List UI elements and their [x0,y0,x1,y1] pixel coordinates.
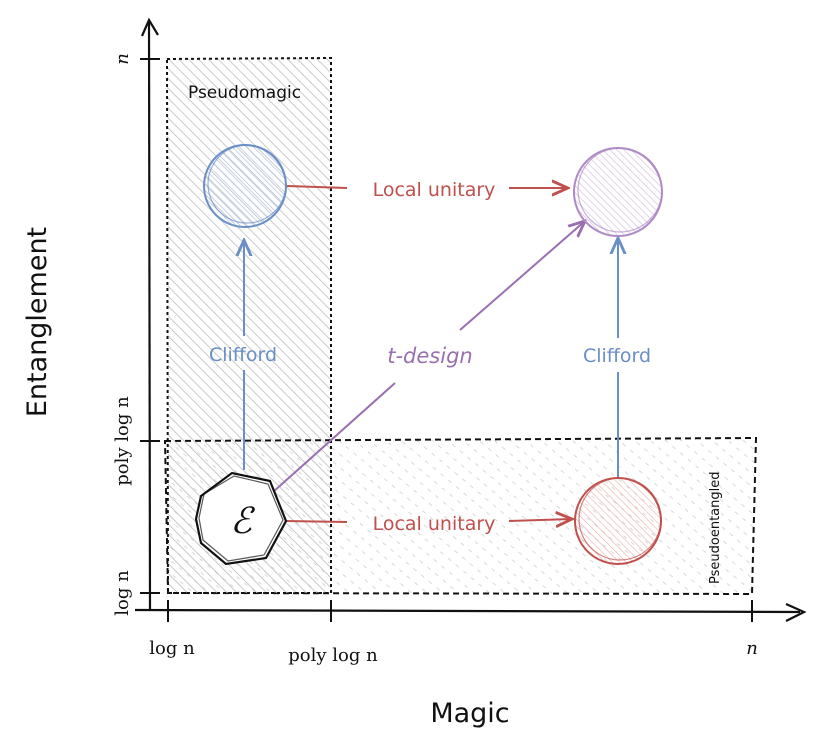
node-blue-circle [203,144,287,228]
x-ticks [167,600,753,622]
y-ticks [140,58,160,594]
x-tick-label-polylog: poly log n [288,645,378,666]
node-purple-circle [573,147,663,237]
x-axis-title: Magic [430,698,509,729]
pseudomagic-label: Pseudomagic [188,83,301,103]
x-axis [134,602,807,622]
y-tick-label-log: log n [112,570,133,616]
x-axis-arrowhead [785,602,807,622]
edge-bottom-local-unitary [284,519,572,522]
y-axis-arrowhead [140,17,159,37]
edge-label-right-clifford: Clifford [583,345,651,367]
y-tick-label-n: n [112,53,133,65]
x-tick-label-log: log n [149,638,195,659]
edge-label-bottom-local-unitary: Local unitary [373,513,496,535]
node-origin: ℰ [194,471,288,566]
pseudoentangled-label: Pseudoentangled [708,472,723,584]
y-axis-title: Entanglement [22,227,53,417]
y-axis [140,17,159,611]
edge-label-top-local-unitary: Local unitary [373,179,496,201]
node-origin-label: ℰ [230,501,255,542]
edge-t-design [272,221,585,493]
edge-top-local-unitary [286,186,568,188]
y-tick-label-polylog: poly log n [112,396,133,486]
edge-label-left-clifford: Clifford [209,344,277,366]
edge-label-t-design: t-design [387,344,472,368]
node-red-circle [574,477,662,565]
x-tick-label-n: n [746,638,758,659]
